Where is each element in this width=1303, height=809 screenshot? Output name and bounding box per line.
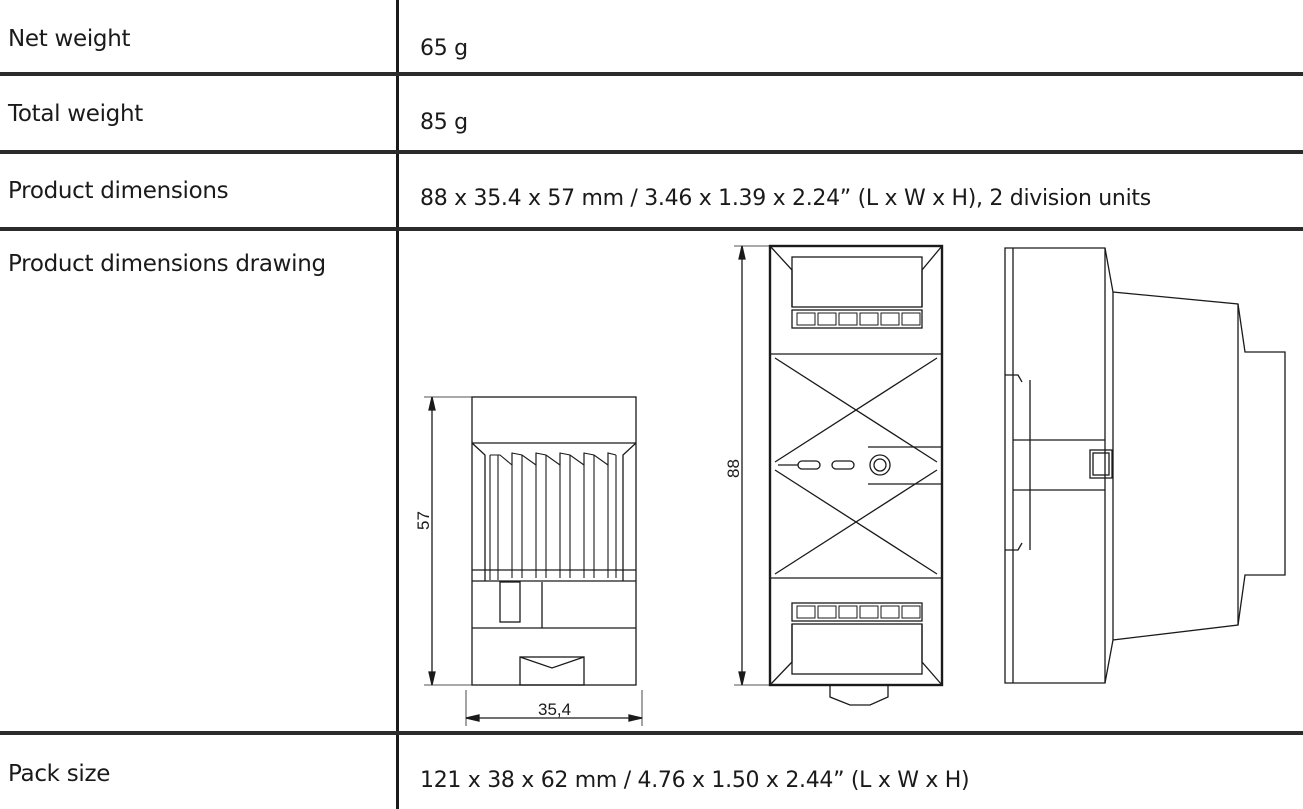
- height-dimension-label: 57: [414, 511, 433, 530]
- net-weight-value: 65 g: [420, 36, 468, 61]
- product-dimensions-drawing: 57 35,4 88: [414, 244, 1286, 726]
- pack-size-value: 121 x 38 x 62 mm / 4.76 x 1.50 x 2.44” (…: [420, 768, 970, 793]
- row-divider: [0, 227, 1303, 231]
- row-divider: [0, 72, 1303, 76]
- row-divider: [0, 150, 1303, 154]
- total-weight-label: Total weight: [8, 101, 143, 127]
- pack-size-label: Pack size: [8, 761, 111, 787]
- length-dimension-label: 88: [724, 459, 743, 478]
- column-divider: [396, 0, 399, 809]
- top-view: [734, 244, 944, 706]
- width-dimension-label: 35,4: [538, 700, 571, 719]
- side-view: [1004, 247, 1286, 684]
- row-divider: [0, 731, 1303, 735]
- product-dimensions-drawing-label: Product dimensions drawing: [8, 251, 326, 277]
- total-weight-value: 85 g: [420, 110, 468, 135]
- product-dimensions-label: Product dimensions: [8, 178, 229, 204]
- net-weight-label: Net weight: [8, 26, 131, 52]
- product-dimensions-value: 88 x 35.4 x 57 mm / 3.46 x 1.39 x 2.24” …: [420, 186, 1151, 211]
- front-view: [424, 396, 643, 726]
